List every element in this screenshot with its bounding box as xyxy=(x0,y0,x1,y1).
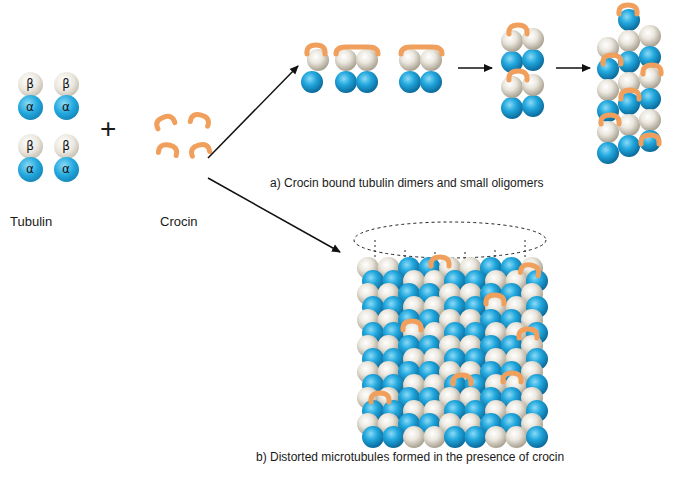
tubulin-subunit xyxy=(403,426,425,448)
tubulin-subunit xyxy=(618,30,640,52)
caption-b: b) Distorted microtubules formed in the … xyxy=(256,450,564,464)
beta-tubulin-subunit: β xyxy=(18,72,43,97)
tubulin-subunit xyxy=(597,58,619,80)
tubulin-subunit xyxy=(444,426,466,448)
crocin-molecules xyxy=(155,113,210,156)
tubulin-subunit xyxy=(639,25,661,47)
alpha-tubulin-subunit: α xyxy=(18,95,43,120)
subunit-label: β xyxy=(26,140,34,152)
tubulin-subunit xyxy=(485,426,507,448)
subunit-label: β xyxy=(62,140,70,152)
bound-crocin xyxy=(603,55,621,64)
subunit-label: β xyxy=(26,78,34,90)
microtubule-wall xyxy=(357,257,548,448)
tubulin-subunit xyxy=(597,142,619,164)
tubulin-subunit xyxy=(618,114,640,136)
caption-a: a) Crocin bound tubulin dimers and small… xyxy=(270,176,543,190)
tubulin-subunit xyxy=(362,426,384,448)
bound-crocin xyxy=(619,5,637,14)
oligomer-column xyxy=(597,5,661,164)
tubulin-subunit xyxy=(465,426,487,448)
subunit-label: α xyxy=(62,163,70,175)
tubulin-subunit xyxy=(639,109,661,131)
small-oligomer xyxy=(501,25,544,119)
subunit-label: α xyxy=(62,101,70,113)
alpha-tubulin-subunit: α xyxy=(54,157,79,182)
subunit-label: β xyxy=(62,78,70,90)
tubulin-subunit xyxy=(639,130,661,152)
beta-tubulin-subunit: β xyxy=(54,134,79,159)
bound-crocin xyxy=(621,90,639,99)
tubulin-subunit xyxy=(639,88,661,110)
tubulin-label: Tubulin xyxy=(10,214,52,230)
tubulin-subunit xyxy=(383,426,405,448)
crocin-label: Crocin xyxy=(160,214,198,230)
bound-crocin xyxy=(643,65,661,74)
subunit-label: α xyxy=(26,101,34,113)
beta-tubulin-subunit: β xyxy=(54,72,79,97)
bound-crocin xyxy=(371,257,540,402)
tubulin-subunit xyxy=(526,426,548,448)
bound-crocin xyxy=(601,115,619,124)
beta-tubulin-subunit: β xyxy=(18,134,43,159)
tubulin-subunit xyxy=(618,135,640,157)
reaction-arrows xyxy=(208,66,590,252)
alpha-tubulin-subunit: α xyxy=(54,95,79,120)
tubulin-subunit xyxy=(424,426,446,448)
alpha-tubulin-subunit: α xyxy=(18,157,43,182)
bound-crocin xyxy=(641,135,659,144)
subunit-label: α xyxy=(26,163,34,175)
plus-sign: + xyxy=(100,112,116,146)
microtubule-lumen xyxy=(354,222,546,262)
crocin-bound-dimers xyxy=(301,45,442,93)
tubulin-subunit xyxy=(597,79,619,101)
tubulin-subunit xyxy=(506,426,528,448)
